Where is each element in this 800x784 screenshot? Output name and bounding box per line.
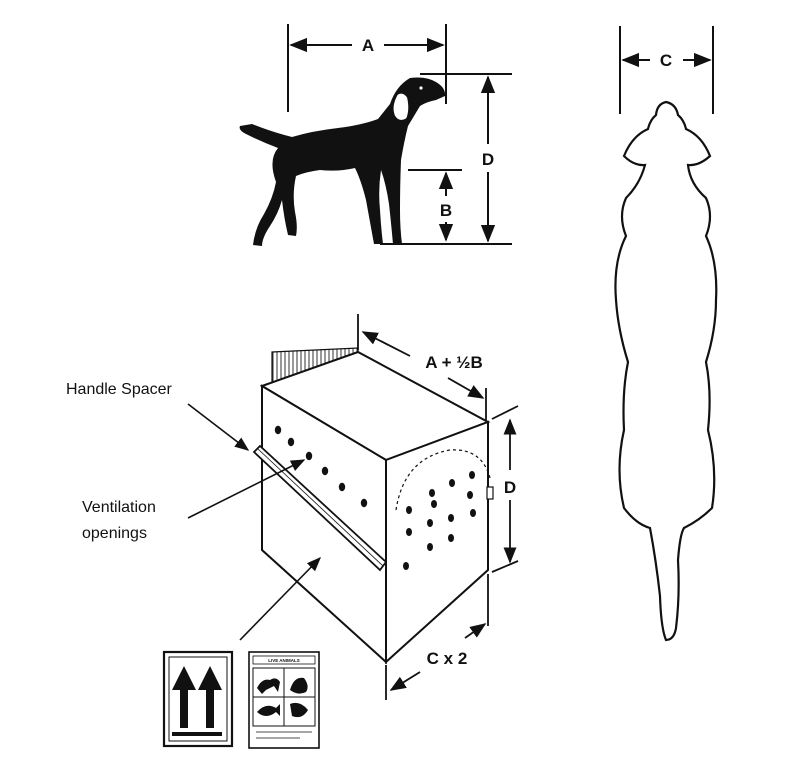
crate-width-label: C x 2 [427,649,468,668]
dog-ear [391,91,411,122]
dog-side-group [239,77,446,246]
live-animals-label-text: LIVE ANIMALS [268,658,300,663]
dimension-d-label: D [482,150,494,169]
crate-height-dimension: D [491,405,519,573]
live-animals-label-icon: LIVE ANIMALS [248,651,320,749]
dimension-b: B [408,169,462,242]
this-way-up-arrows-icon [162,650,234,748]
dog-side-silhouette [239,77,446,246]
crate-latch [486,486,494,500]
dimension-d: D [380,73,512,245]
end-ventilation-holes [403,471,476,570]
dog-eye [419,86,423,90]
handle-spacer-label: Handle Spacer [66,381,173,398]
ventilation-label-line1: Ventilation [82,499,156,516]
dog-top-outline [614,100,718,642]
crate-illustration [252,347,494,665]
handle-spacer-callout: Handle Spacer [66,381,250,451]
crate-length-label: A + ½B [425,353,482,372]
labels-callout [239,556,322,641]
crate-width-dimension: C x 2 [385,574,489,700]
dimension-c: C [619,26,714,114]
handle-spacer-bar [252,444,388,572]
ventilation-callout: Ventilation openings [82,459,306,542]
dimension-b-label: B [440,201,452,220]
crate-end-face [385,420,489,665]
dimension-a-label: A [362,36,374,55]
dimension-c-label: C [660,51,672,70]
crate-height-label: D [504,478,516,497]
crate-door-outline [395,449,491,511]
dimension-a: A [287,24,447,112]
side-ventilation-holes [274,425,368,508]
crate-length-dimension: A + ½B [357,314,487,420]
ventilation-label-line2: openings [82,525,147,542]
